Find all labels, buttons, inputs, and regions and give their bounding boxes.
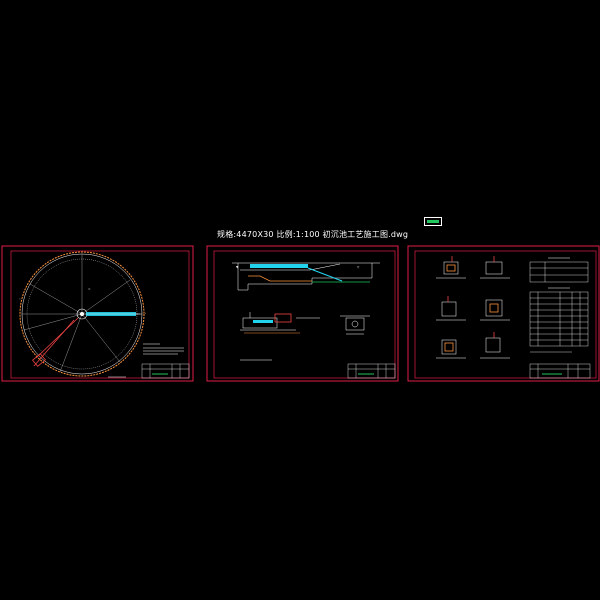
section-detail-1: [240, 312, 320, 331]
plan-view-sheet: ≈ ◦ ‹: [1, 245, 194, 382]
tank-section: [232, 262, 380, 291]
material-table: [529, 261, 589, 347]
svg-text:◦: ◦: [19, 297, 21, 301]
outlet-pipe: [32, 317, 79, 367]
layer-legend-chip: [424, 217, 442, 226]
svg-text:‹: ‹: [145, 311, 146, 315]
details-sheet: [407, 245, 600, 382]
svg-text:▽: ▽: [357, 265, 360, 269]
title-block-1: [141, 363, 190, 379]
svg-text:≈: ≈: [88, 287, 91, 291]
plan-notes: [143, 343, 184, 355]
section-detail-2: [340, 315, 370, 331]
sheet-inner-frame-1: [10, 250, 190, 379]
svg-text:▼: ▼: [236, 265, 239, 269]
water-surface: [250, 264, 308, 268]
section-view-sheet: ▼ ▽: [206, 245, 399, 382]
node-details: [436, 261, 510, 359]
sheet-frame-1: [1, 245, 194, 382]
drawing-caption: 规格:4470X30 比例:1:100 初沉池工艺施工图.dwg: [217, 230, 409, 239]
clarifier-outer-ring: [19, 251, 145, 377]
